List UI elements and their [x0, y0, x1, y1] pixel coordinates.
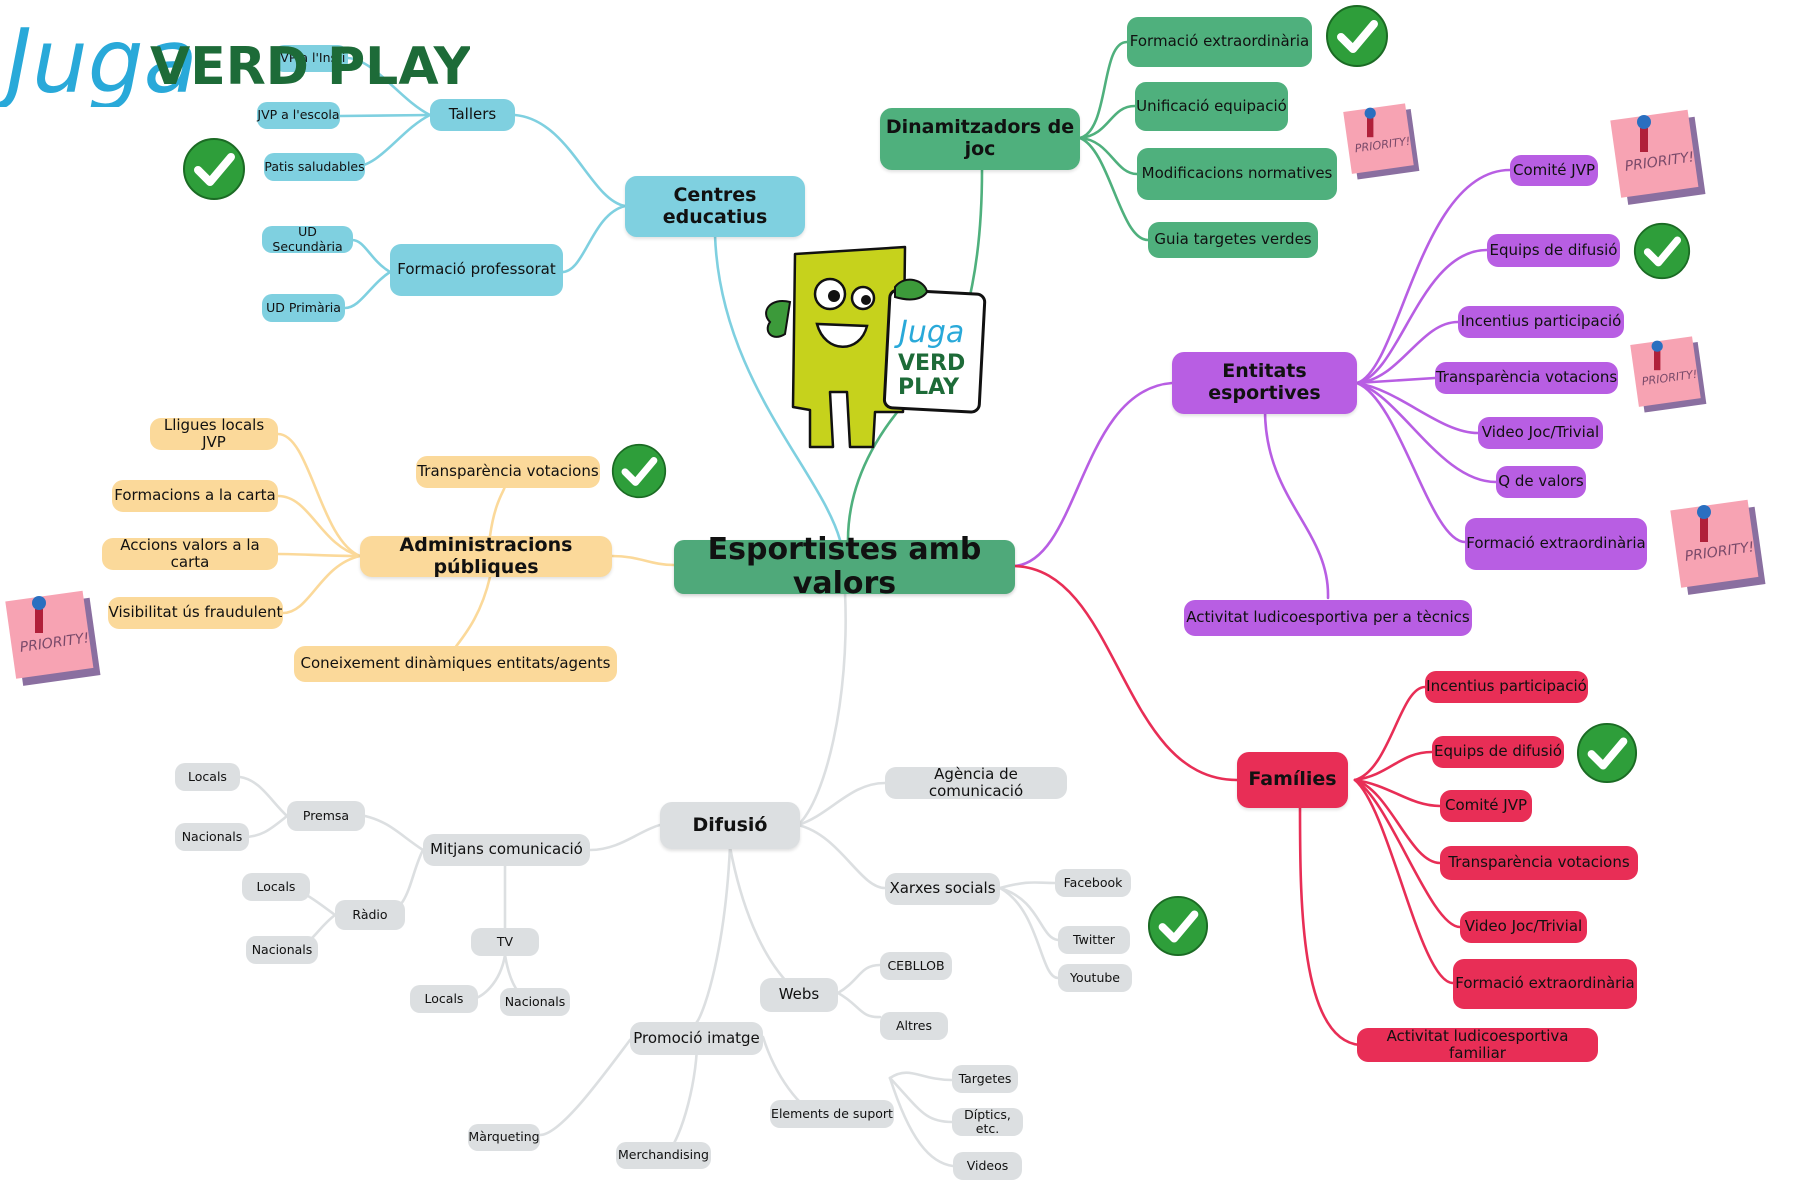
node-ud-primaria[interactable]: UD Primària	[262, 294, 345, 322]
node-entitats-esportives[interactable]: Entitats esportives	[1172, 352, 1357, 414]
node-formacio-professorat[interactable]: Formació professorat	[390, 244, 563, 296]
node-tv[interactable]: TV	[471, 928, 539, 956]
node-formacio-extraordinaria-dinamitzadors[interactable]: Formació extraordinària	[1127, 17, 1312, 67]
mascot-illustration: Juga VERD PLAY	[765, 245, 987, 449]
node-q-de-valors[interactable]: Q de valors	[1496, 466, 1586, 498]
node-accions-valors[interactable]: Accions valors a la carta	[102, 536, 278, 571]
check-icon	[611, 443, 667, 499]
node-comite-jvp-entitats[interactable]: Comité JVP	[1510, 155, 1598, 186]
node-comite-jvp-families[interactable]: Comité JVP	[1440, 790, 1532, 822]
node-tv-nacionals[interactable]: Nacionals	[500, 988, 570, 1016]
node-targetes[interactable]: Targetes	[952, 1065, 1018, 1093]
node-premsa-locals[interactable]: Locals	[175, 763, 240, 791]
node-families[interactable]: Famílies	[1237, 752, 1348, 808]
node-diptics[interactable]: Díptics, etc.	[952, 1107, 1023, 1136]
node-equips-difusio-entitats[interactable]: Equips de difusió	[1487, 234, 1620, 267]
node-radio-locals[interactable]: Locals	[242, 873, 310, 901]
priority-note-icon: PRIORITY!	[5, 590, 101, 686]
check-icon	[1326, 5, 1388, 67]
node-radio[interactable]: Ràdio	[335, 900, 405, 930]
node-transparencia-votacions-admin[interactable]: Transparència votacions	[416, 456, 600, 488]
priority-note-icon: PRIORITY!	[1670, 499, 1766, 595]
node-dinamitzadors-de-joc[interactable]: Dinamitzadors de joc	[880, 108, 1080, 170]
sign-play-text: PLAY	[898, 375, 960, 400]
node-transparencia-votacions-entitats[interactable]: Transparència votacions	[1435, 362, 1618, 394]
node-difusio[interactable]: Difusió	[660, 802, 800, 849]
node-youtube[interactable]: Youtube	[1058, 964, 1132, 992]
priority-note-icon: PRIORITY!	[1630, 336, 1707, 413]
node-coneixement-dinamiques[interactable]: Coneixement dinàmiques entitats/agents	[294, 646, 617, 682]
priority-note-icon: PRIORITY!	[1610, 109, 1706, 205]
check-icon	[1147, 895, 1209, 957]
node-centres-educatius[interactable]: Centres educatius	[625, 176, 805, 237]
node-activitat-tecnics[interactable]: Activitat ludicoesportiva per a tècnics	[1184, 600, 1472, 636]
juga-verd-play-logo: Juga VERD PLAY	[0, 10, 470, 107]
svg-text:Juga: Juga	[0, 10, 198, 107]
node-facebook[interactable]: Facebook	[1055, 869, 1131, 897]
node-cebllob[interactable]: CEBLLOB	[880, 952, 952, 980]
node-xarxes-socials[interactable]: Xarxes socials	[885, 873, 1000, 905]
node-jvp-escola[interactable]: JVP a l'escola	[257, 102, 340, 129]
node-video-joc-entitats[interactable]: Video Joc/Trivial	[1478, 417, 1603, 449]
node-tallers[interactable]: Tallers	[430, 99, 515, 131]
node-twitter[interactable]: Twitter	[1058, 926, 1130, 954]
node-video-joc-families[interactable]: Video Joc/Trivial	[1460, 911, 1587, 943]
node-elements-suport[interactable]: Elements de suport	[770, 1100, 894, 1128]
node-jvp-insti[interactable]: JVP a l'Insti	[274, 45, 348, 72]
node-transparencia-votacions-families[interactable]: Transparència votacions	[1440, 846, 1638, 880]
node-equips-difusio-families[interactable]: Equips de difusió	[1432, 736, 1564, 768]
node-visibilitat-fraudulent[interactable]: Visibilitat ús fraudulent	[108, 597, 283, 629]
check-icon	[1633, 222, 1691, 280]
priority-note-icon: PRIORITY!	[1343, 103, 1420, 180]
node-videos[interactable]: Videos	[953, 1152, 1022, 1180]
sign-juga-text: Juga	[894, 315, 964, 350]
node-marqueting[interactable]: Màrqueting	[468, 1124, 540, 1151]
node-webs[interactable]: Webs	[760, 978, 838, 1012]
node-merchandising[interactable]: Merchandising	[616, 1142, 711, 1169]
central-topic[interactable]: Esportistes amb valors	[674, 532, 1015, 601]
check-icon	[183, 138, 245, 200]
node-radio-nacionals[interactable]: Nacionals	[246, 936, 318, 964]
node-formacions-carta[interactable]: Formacions a la carta	[112, 480, 278, 512]
node-agencia-comunicacio[interactable]: Agència de comunicació	[885, 765, 1067, 800]
node-unificacio-equipacio[interactable]: Unificació equipació	[1135, 82, 1288, 131]
node-formacio-extraordinaria-entitats[interactable]: Formació extraordinària	[1465, 518, 1647, 570]
svg-text:VERD PLAY: VERD PLAY	[150, 37, 470, 97]
node-formacio-extraordinaria-families[interactable]: Formació extraordinària	[1453, 959, 1637, 1009]
node-ud-secundaria[interactable]: UD Secundària	[262, 224, 353, 253]
check-icon	[1576, 722, 1638, 784]
node-incentius-participacio-families[interactable]: Incentius participació	[1425, 671, 1588, 703]
node-altres[interactable]: Altres	[880, 1012, 948, 1040]
node-modificacions-normatives[interactable]: Modificacions normatives	[1137, 148, 1337, 200]
node-premsa[interactable]: Premsa	[287, 801, 365, 831]
node-patis-saludables[interactable]: Patis saludables	[264, 153, 365, 181]
node-mitjans-comunicacio[interactable]: Mitjans comunicació	[423, 834, 590, 866]
node-administracions-publiques[interactable]: Administracions públiques	[360, 534, 612, 577]
sign-verd-text: VERD	[898, 351, 965, 376]
node-activitat-familiar[interactable]: Activitat ludicoesportiva familiar	[1357, 1027, 1598, 1062]
node-guia-targetes-verdes[interactable]: Guia targetes verdes	[1148, 222, 1318, 258]
node-promocio-imatge[interactable]: Promoció imatge	[630, 1022, 763, 1055]
node-tv-locals[interactable]: Locals	[410, 985, 478, 1013]
node-incentius-participacio-entitats[interactable]: Incentius participació	[1458, 306, 1624, 338]
node-premsa-nacionals[interactable]: Nacionals	[175, 823, 249, 851]
node-lligues-locals[interactable]: Lligues locals JVP	[150, 416, 278, 451]
